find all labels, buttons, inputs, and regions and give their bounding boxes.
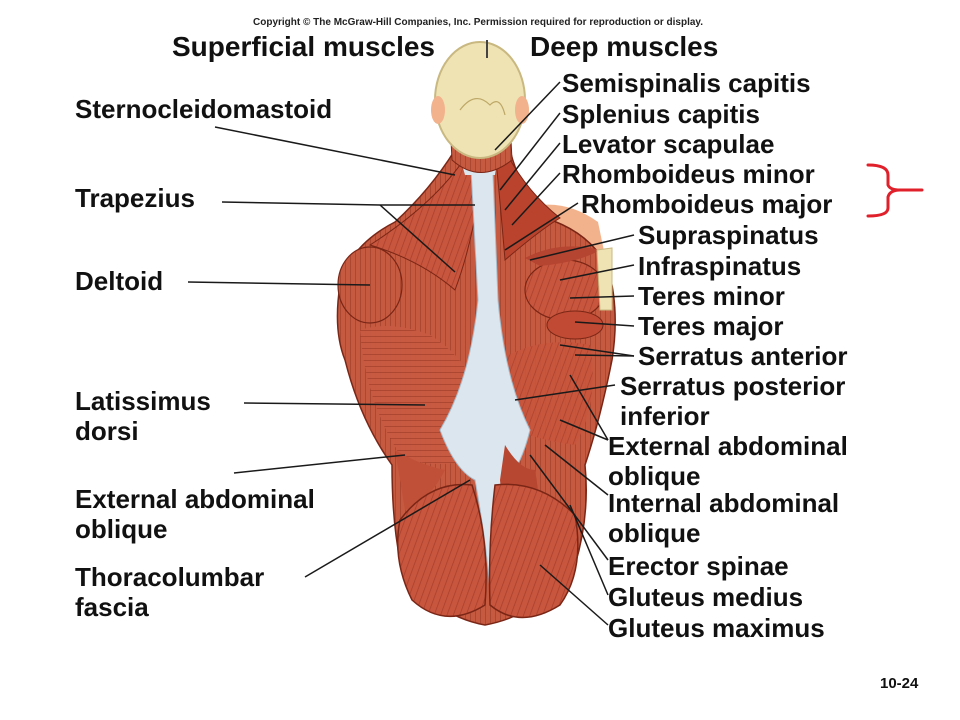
label-levator-scapulae: Levator scapulae [562,129,775,159]
label-serratus-anterior: Serratus anterior [638,341,848,371]
slide-number: 10-24 [880,675,919,692]
ear [431,96,445,124]
label-serratus-posterior: Serratus posterior [620,371,846,401]
label-teres-major: Teres major [638,311,784,341]
gluteus-left [396,483,487,617]
humerus-right [596,247,613,311]
label-oblique-right-internal: oblique [608,518,701,548]
label-sternocleidomastoid: Sternocleidomastoid [75,94,333,124]
label-infraspinatus: Infraspinatus [638,251,802,281]
teres-right [546,310,604,340]
heading-superficial-muscles: Superficial muscles [172,31,436,62]
ear [515,96,529,124]
label-semispinalis-capitis: Semispinalis capitis [562,68,811,98]
skull-suture [459,98,506,116]
label-latissimus: Latissimus [75,386,211,416]
skull [434,41,526,159]
label-splenius-capitis: Splenius capitis [562,99,760,129]
label-supraspinatus: Supraspinatus [638,220,819,250]
label-gluteus-medius: Gluteus medius [608,582,804,612]
trapezius-left [368,148,479,291]
label-oblique-right-external: oblique [608,461,701,491]
oblique-left [395,450,445,510]
left-leader-lines [187,126,475,578]
trapezius-right-deep [494,149,561,262]
label-teres-minor: Teres minor [638,281,785,311]
label-internal-abdominal: Internal abdominal [608,488,840,518]
label-rhomboideus-major: Rhomboideus major [581,189,833,219]
red-brace-annotation [866,163,924,218]
label-dorsi: dorsi [75,416,139,446]
label-thoracolumbar: Thoracolumbar [75,562,265,592]
right-leader-lines [494,81,635,626]
supraspinatus-right [525,246,600,266]
label-trapezius: Trapezius [75,183,195,213]
copyright-notice: Copyright © The McGraw-Hill Companies, I… [253,17,704,28]
label-erector-spinae: Erector spinae [608,551,789,581]
infraspinatus-right [524,259,606,321]
label-external-abdominal-left: External abdominal [75,484,315,514]
gluteus-right [488,483,579,619]
label-gluteus-maximus: Gluteus maximus [608,613,825,643]
label-inferior: inferior [620,401,710,431]
label-fascia: fascia [75,592,149,622]
label-external-abdominal-right: External abdominal [608,431,848,461]
label-oblique-left: oblique [75,514,168,544]
heading-deep-muscles: Deep muscles [530,31,719,62]
label-rhomboideus-minor: Rhomboideus minor [562,159,815,189]
label-deltoid: Deltoid [75,266,164,296]
